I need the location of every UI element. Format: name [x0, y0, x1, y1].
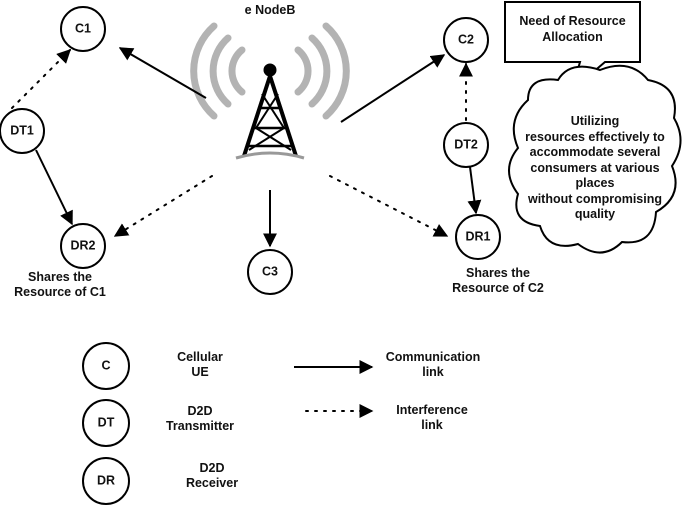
legend-dt-text: D2D Transmitter	[165, 404, 235, 433]
legend-comm-text: Communication link	[385, 350, 481, 379]
legend-dr-symbol: DR	[96, 473, 116, 488]
legend-dt-circle	[82, 399, 130, 447]
legend-dr-text: D2D Receiver	[185, 461, 239, 490]
signal-wave-icon	[190, 22, 350, 120]
enodeb-tower-icon	[235, 63, 305, 160]
callout-text: Need of Resource Allocation	[519, 14, 626, 44]
node-dr2-label: DR2	[70, 238, 96, 253]
enodeb-label: e NodeB	[244, 3, 296, 17]
node-c2-label: C2	[458, 32, 474, 47]
shares-resource-c2: Shares the Resource of C2	[452, 266, 544, 295]
shares-resource-c1: Shares the Resource of C1	[14, 270, 106, 299]
node-c3	[247, 249, 293, 295]
legend-interf-text: Interference link	[396, 403, 468, 432]
node-dt1-label: DT1	[10, 123, 34, 138]
node-c3-label: C3	[262, 264, 278, 279]
interference-bs-dr2	[113, 175, 213, 237]
node-dt1	[0, 108, 45, 154]
legend-c-text: Cellular UE	[177, 350, 223, 379]
link-dt2-dr1	[467, 166, 482, 215]
link-bs-c1	[118, 47, 207, 99]
node-c2	[443, 17, 489, 63]
link-bs-c2	[340, 54, 446, 123]
node-dt2-label: DT2	[454, 137, 478, 152]
cloud-shape	[508, 64, 682, 254]
legend-dr-circle	[82, 457, 130, 505]
legend-dt-symbol: DT	[97, 415, 115, 430]
node-dt2	[443, 122, 489, 168]
node-dr1-label: DR1	[465, 229, 491, 244]
link-dt1-dr2	[35, 149, 73, 226]
legend-c-circle	[82, 342, 130, 390]
node-c1-label: C1	[75, 21, 91, 36]
interference-dt1-c1	[11, 49, 71, 109]
node-dr2	[60, 223, 106, 269]
node-dr1	[455, 214, 501, 260]
cloud-text: Utilizing resources effectively to accom…	[525, 114, 665, 221]
interference-bs-dr1	[329, 175, 449, 237]
node-c1	[60, 6, 106, 52]
legend-c-symbol: C	[101, 358, 111, 373]
